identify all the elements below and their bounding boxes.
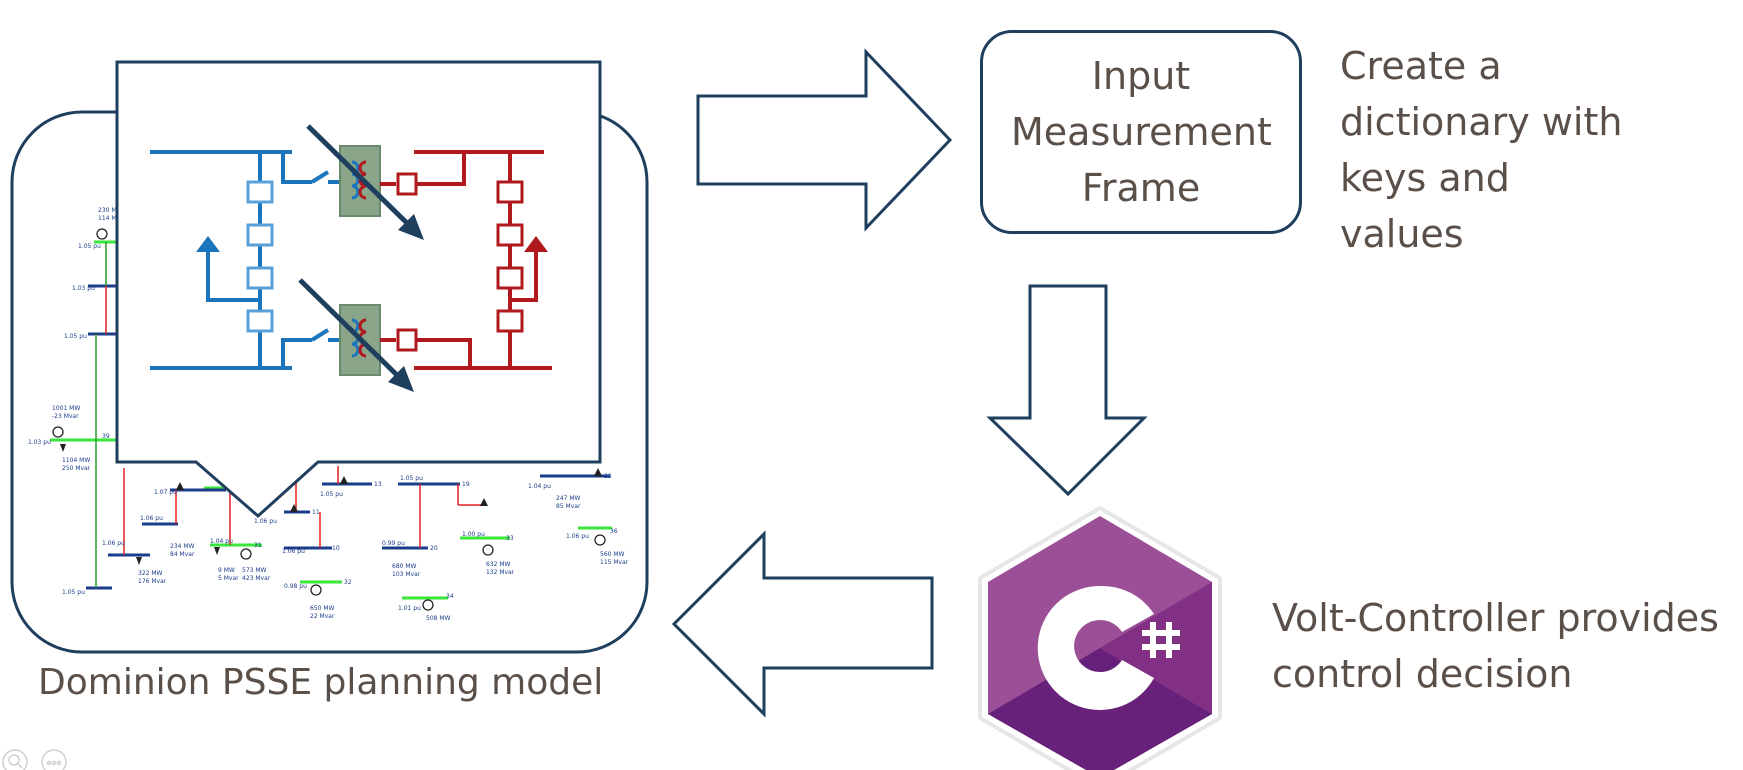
net-label: 20 [430, 545, 438, 552]
net-label: 632 MW [486, 561, 511, 568]
net-label: 114 Mvar [98, 215, 127, 222]
net-label: 39 [102, 433, 110, 440]
net-label: 680 MW [392, 563, 417, 570]
power-flow-up-arrow-red [524, 236, 548, 252]
net-label: 1.06 pu [254, 518, 277, 525]
net-label: 1.05 pu [64, 333, 87, 340]
net-label: 1.00 pu [462, 531, 485, 538]
psse-model-caption: Dominion PSSE planning model [38, 662, 604, 703]
net-label: 1.05 pu [400, 475, 423, 482]
net-label: 5 Mvar [218, 575, 239, 582]
net-label: 560 MW [600, 551, 625, 558]
net-label: 1.04 pu [210, 538, 233, 545]
net-label: 1.06 pu [140, 515, 163, 522]
volt-controller-caption: Volt-Controller provides control decisio… [1272, 596, 1719, 696]
net-label: 10 [332, 545, 340, 552]
more-options-icon[interactable] [41, 749, 67, 770]
dictionary-note: Create a dictionary with keys and values [1340, 44, 1623, 256]
input-measurement-frame-box: Input Measurement Frame [980, 30, 1302, 234]
down-arrow [986, 284, 1148, 497]
net-label: 247 MW [556, 495, 581, 502]
net-label: 132 Mvar [486, 569, 515, 576]
net-label: 85 Mvar [556, 503, 581, 510]
input-measurement-frame-label: Input Measurement Frame [1011, 54, 1272, 210]
net-label: 176 Mvar [138, 578, 167, 585]
net-label: 1.03 pu [72, 285, 95, 292]
net-label: 1.01 pu [398, 605, 421, 612]
net-label: 103 Mvar [392, 571, 421, 578]
net-label: 322 MW [138, 570, 163, 577]
right-arrow [696, 48, 953, 232]
net-label: 0.98 pu [284, 583, 307, 590]
zoom-callout [115, 60, 602, 519]
net-label: 1.07 pu [154, 489, 177, 496]
net-label: 1.06 pu [566, 533, 589, 540]
net-label: 34 [446, 593, 454, 600]
net-label: 1.05 pu [78, 243, 101, 250]
net-label: 1.03 pu [28, 439, 51, 446]
substation-circuit [150, 124, 552, 392]
net-label: 573 MW [242, 567, 267, 574]
net-label: 22 Mvar [310, 613, 335, 620]
net-label: 1.05 pu [320, 491, 343, 498]
net-label: 234 MW [170, 543, 195, 550]
net-label: 230 MW [98, 207, 123, 214]
net-label: 84 Mvar [170, 551, 195, 558]
net-label: 508 MW [426, 615, 451, 622]
power-flow-up-arrow-blue [196, 236, 220, 252]
net-label: 33 [506, 535, 514, 542]
net-label: 1.05 pu [62, 589, 85, 596]
net-label: 1104 MW [62, 457, 90, 464]
csharp-logo-icon [978, 505, 1222, 770]
net-label: 423 Mvar [242, 575, 271, 582]
net-label: 250 Mvar [62, 465, 91, 472]
net-label: 36 [610, 528, 618, 535]
net-label: 9 MW [218, 567, 235, 574]
net-label: 1.04 pu [528, 483, 551, 490]
net-label: 13 [374, 481, 382, 488]
net-label: 1001 MW [52, 405, 80, 412]
left-arrow [671, 530, 934, 718]
net-label: 11 [312, 509, 320, 516]
net-label: 1.06 pu [102, 540, 125, 547]
net-label: 650 MW [310, 605, 335, 612]
net-label: 0.99 pu [382, 540, 405, 547]
net-label: 19 [462, 481, 470, 488]
net-label: 23 [604, 473, 612, 480]
net-label: 115 Mvar [600, 559, 629, 566]
net-label: 1.06 pu [282, 548, 305, 555]
net-label: 32 [344, 579, 352, 586]
net-label: -23 Mvar [52, 413, 79, 420]
net-label: 31 [254, 542, 262, 549]
psse-network-diagram: 230 MW 114 Mvar 1.05 pu 1.03 pu 1.05 pu … [28, 207, 629, 622]
zoom-icon[interactable] [2, 749, 28, 770]
